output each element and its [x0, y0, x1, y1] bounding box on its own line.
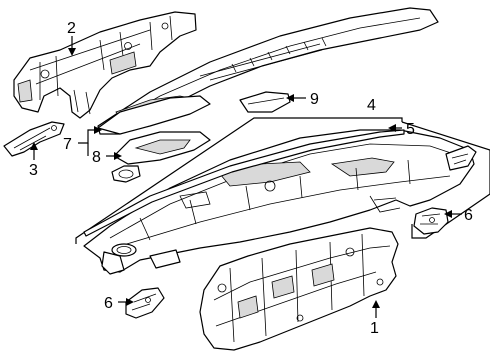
cover-assembly — [97, 95, 211, 183]
callout-2: 2 — [67, 20, 76, 37]
callout-labels: 2 3 9 4 5 7 8 6 6 1 — [29, 20, 473, 337]
callout-8: 8 — [92, 149, 101, 166]
callout-9: 9 — [310, 91, 319, 108]
cross-car-beam — [13, 11, 197, 119]
callout-5: 5 — [406, 121, 415, 138]
leader-lines — [30, 36, 462, 318]
instrument-panel-group-outline — [75, 117, 490, 244]
side-bracket-right — [413, 207, 449, 235]
callout-3: 3 — [29, 162, 38, 179]
trim-strip — [83, 129, 405, 237]
support-bracket — [3, 121, 65, 157]
lower-carrier — [199, 227, 399, 351]
side-bracket-left — [125, 287, 165, 319]
callout-6-left: 6 — [104, 295, 113, 312]
end-cap — [239, 91, 291, 113]
callout-6-right: 6 — [464, 207, 473, 224]
callout-4: 4 — [367, 97, 376, 114]
callout-1: 1 — [370, 320, 379, 337]
callout-7: 7 — [63, 136, 72, 153]
instrument-panel — [83, 129, 477, 275]
